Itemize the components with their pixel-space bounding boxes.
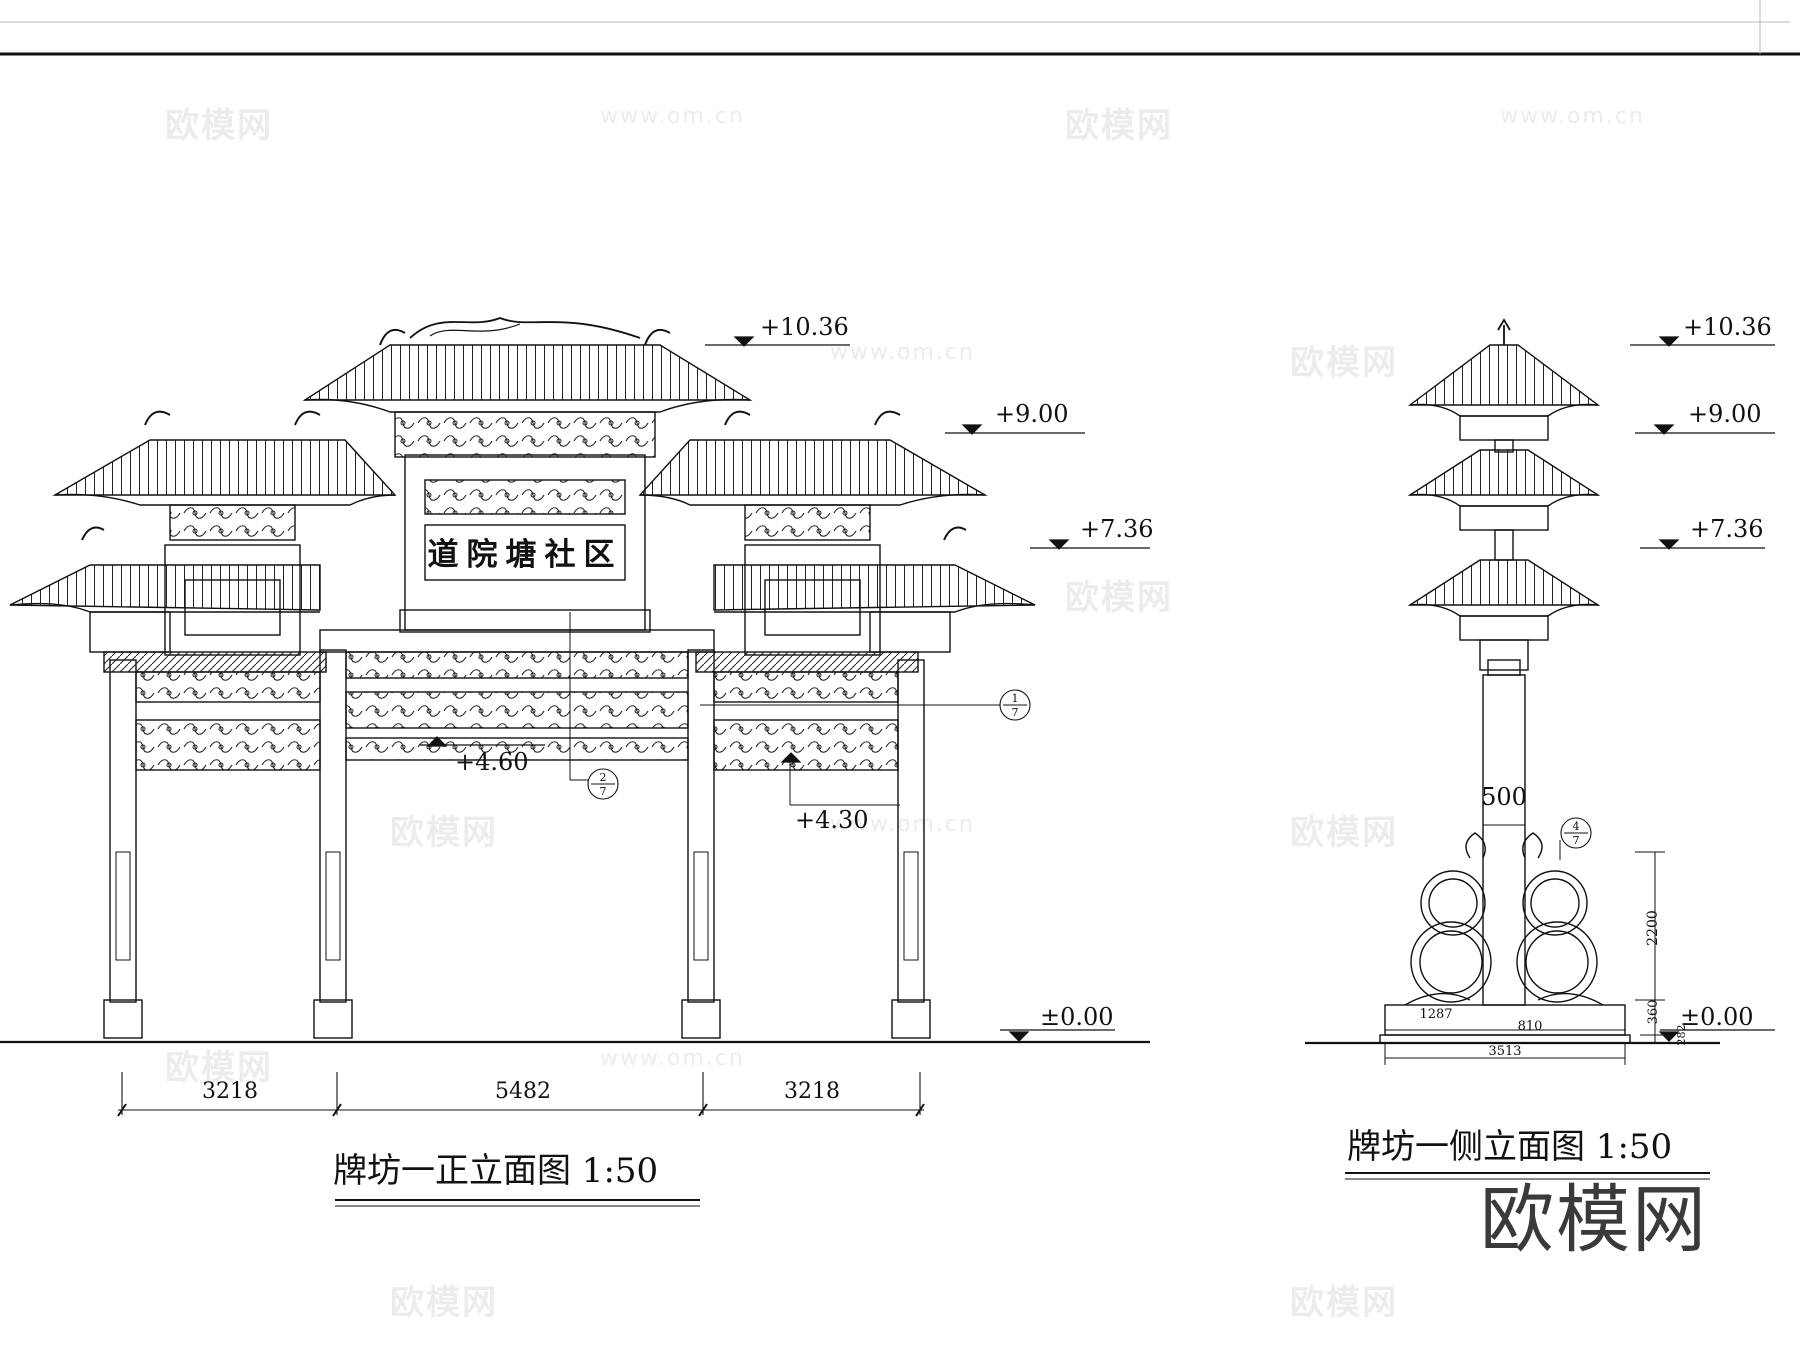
watermark-url: www.om.cn	[830, 340, 975, 365]
level-mid: +9.00	[995, 400, 1069, 428]
front-dimensions	[117, 1072, 925, 1117]
callout-den: 7	[600, 785, 607, 798]
side-level-top: +10.36	[1683, 313, 1772, 341]
dim-height: 2200	[1645, 910, 1661, 946]
side-level-mid: +9.00	[1688, 400, 1762, 428]
plaque-text: 道院塘社区	[428, 537, 623, 573]
dim-left: 3218	[202, 1079, 258, 1104]
brand-logo: 欧模网	[1480, 1177, 1708, 1263]
side-title: 牌坊一侧立面图 1:50	[1347, 1127, 1672, 1167]
watermark-url: www.om.cn	[600, 1046, 745, 1071]
watermark-logo: 欧模网	[1290, 1283, 1398, 1323]
side-roofs	[1407, 318, 1601, 676]
watermark-logo: 欧模网	[1290, 813, 1398, 853]
callout-num: 4	[1573, 820, 1580, 833]
watermark-url: www.om.cn	[830, 812, 975, 837]
dim-total: 3513	[1488, 1044, 1521, 1059]
watermark-logo: 欧模网	[1065, 106, 1173, 146]
callout-2-7	[587, 768, 619, 800]
dim-half: 1287	[1419, 1007, 1452, 1022]
side-level-ground: ±0.00	[1680, 1003, 1754, 1031]
callout-4-7	[1560, 817, 1592, 849]
callout-den: 7	[1573, 834, 1580, 847]
drum-stones	[1404, 832, 1604, 1006]
front-elevation	[0, 317, 1150, 1044]
callout-circles	[587, 689, 1592, 849]
level-top: +10.36	[760, 313, 849, 341]
watermark-url: www.om.cn	[600, 104, 745, 129]
center-bay	[319, 629, 715, 761]
dim-right: 3218	[784, 1079, 840, 1104]
callout-num: 2	[600, 771, 607, 784]
dim-center: 5482	[495, 1079, 551, 1104]
watermark-logo: 欧模网	[1065, 578, 1173, 618]
callout-num: 1	[1012, 692, 1019, 705]
level-beam2: +4.30	[795, 806, 869, 834]
dim-plinth: 282	[1675, 1025, 1688, 1046]
level-ground: ±0.00	[1040, 1003, 1114, 1031]
side-bays	[103, 651, 919, 771]
watermark-logo: 欧模网	[390, 813, 498, 853]
dim-core: 810	[1518, 1019, 1543, 1034]
callout-den: 7	[1012, 706, 1019, 719]
side-towers	[52, 410, 988, 656]
side-level-low: +7.36	[1690, 515, 1764, 543]
watermark-url: www.om.cn	[1500, 104, 1645, 129]
level-beam1: +4.60	[455, 748, 529, 776]
watermark-logo: 欧模网	[390, 1283, 498, 1323]
watermark-logo: 欧模网	[165, 106, 273, 146]
side-elevation	[1305, 318, 1720, 1065]
dim-base-h: 360	[1646, 1000, 1661, 1025]
dim-post: 500	[1481, 783, 1527, 811]
callout-1-7	[999, 689, 1031, 721]
watermark-logo: 欧模网	[1290, 343, 1398, 383]
central-tower	[302, 317, 753, 633]
level-low: +7.36	[1080, 515, 1154, 543]
watermark-logo: 欧模网	[165, 1048, 273, 1088]
front-title: 牌坊一正立面图 1:50	[333, 1151, 658, 1191]
level-markers	[420, 336, 1775, 1042]
